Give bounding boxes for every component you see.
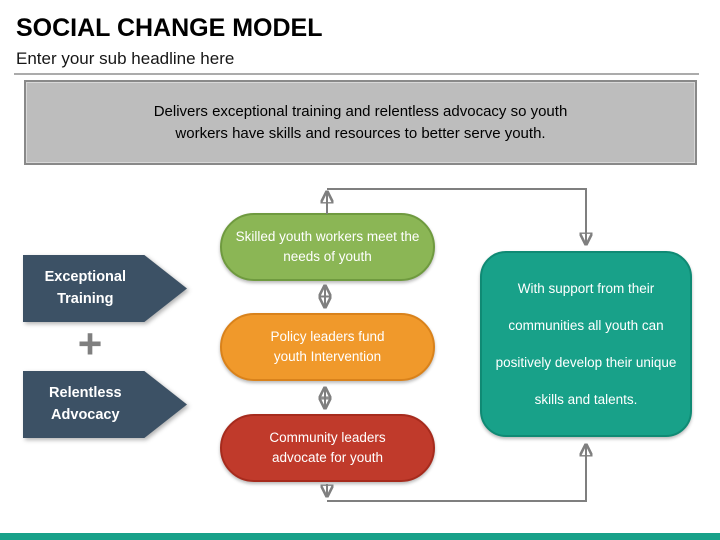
driver-label-text: Exceptional Training xyxy=(44,269,126,307)
stage-pill-skilled-youth-workers: Skilled youth workers meet the needs of … xyxy=(220,213,435,281)
driver-label: Exceptional Training xyxy=(23,255,148,322)
mission-banner: Delivers exceptional training and relent… xyxy=(24,80,697,165)
footer-accent-bar xyxy=(0,533,720,540)
right-chevron-shape: Relentless Advocacy xyxy=(23,371,187,438)
plus-icon: + xyxy=(77,320,103,367)
stage-pill-text: Skilled youth workers meet the needs of … xyxy=(235,229,420,264)
stage-pill-policy-leaders: Policy leaders fund youth Intervention xyxy=(220,313,435,381)
driver-label-text: Relentless Advocacy xyxy=(49,385,122,423)
driver-arrow-relentless-advocacy: Relentless Advocacy xyxy=(23,371,187,438)
stage-pill-text: Community leaders advocate for youth xyxy=(269,430,386,465)
outcome-text: With support from their communities all … xyxy=(495,280,677,408)
right-chevron-shape: Exceptional Training xyxy=(23,255,187,322)
stage-pill-text: Policy leaders fund youth Intervention xyxy=(270,329,385,364)
header-divider xyxy=(14,73,699,75)
stage-pill-community-leaders: Community leaders advocate for youth xyxy=(220,414,435,482)
page-title: SOCIAL CHANGE MODEL xyxy=(16,14,323,42)
page-subtitle: Enter your sub headline here xyxy=(16,49,235,68)
driver-label: Relentless Advocacy xyxy=(23,371,148,438)
outcome-box: With support from their communities all … xyxy=(480,251,692,437)
driver-arrow-exceptional-training: Exceptional Training xyxy=(23,255,187,322)
mission-banner-text: Delivers exceptional training and relent… xyxy=(153,103,568,142)
